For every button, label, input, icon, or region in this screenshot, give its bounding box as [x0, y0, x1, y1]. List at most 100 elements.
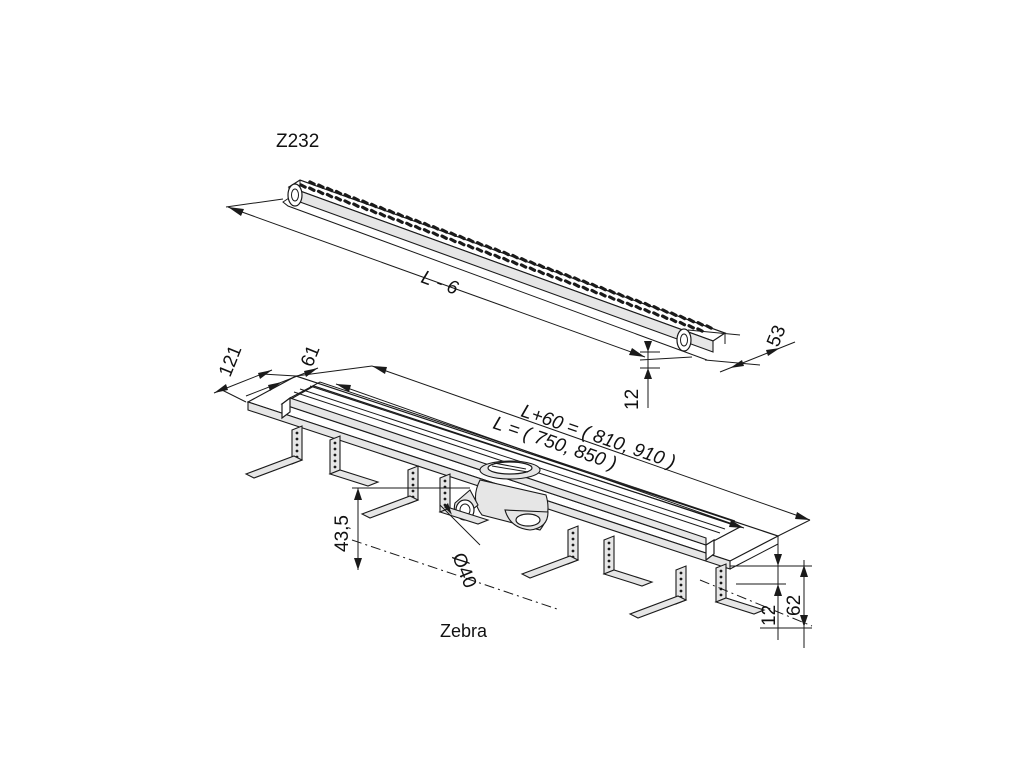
leg-hole	[333, 441, 337, 445]
grate-slot	[634, 304, 642, 311]
grate-length-label: L - 6	[418, 267, 461, 300]
grate-slot	[378, 212, 387, 218]
grate-slot	[537, 269, 545, 276]
leg-hole	[443, 491, 447, 495]
grate-slot	[625, 295, 634, 301]
grate-slot	[396, 218, 404, 224]
grate-slot	[405, 215, 413, 221]
grate-slot	[431, 225, 440, 231]
grate-slot	[581, 285, 590, 292]
outlet-height-label: 43,5	[332, 515, 353, 552]
grate	[282, 179, 727, 361]
total-height-label: 62	[784, 595, 805, 616]
grate-slot	[572, 282, 581, 288]
leg-hole	[333, 459, 337, 463]
leg-hole	[411, 477, 415, 481]
grate-slot	[449, 231, 457, 237]
grate-slot	[687, 324, 695, 330]
leg-hole	[719, 569, 723, 573]
leg-foot	[328, 469, 380, 487]
grate-slot	[634, 298, 643, 305]
leg-hole	[571, 549, 575, 553]
grate-slot	[343, 193, 352, 199]
grate-slot	[352, 202, 360, 208]
grate-slot	[555, 276, 563, 282]
grate-slot	[466, 244, 475, 250]
leg-hole	[443, 479, 447, 483]
channel	[244, 375, 780, 619]
grate-slot	[678, 320, 687, 327]
leg-foot	[244, 455, 304, 479]
leg-hole	[607, 559, 611, 563]
leg-hole	[443, 497, 447, 501]
leg-hole	[679, 571, 683, 575]
leg-hole	[571, 537, 575, 541]
grate-slot	[493, 253, 501, 260]
leg-hole	[333, 447, 337, 451]
adjustable-legs	[244, 425, 766, 619]
grate-slot	[299, 183, 307, 189]
grate-slot	[405, 221, 413, 228]
leg-foot	[628, 595, 688, 619]
leg-hole	[679, 577, 683, 581]
grate-slot	[669, 311, 678, 317]
grate-slot	[652, 311, 660, 317]
grate-slot	[316, 189, 325, 196]
grate-slot	[369, 208, 378, 215]
grate-slot	[652, 305, 660, 311]
grate-slot	[546, 272, 554, 279]
grate-slot	[669, 317, 678, 324]
grate-slot	[519, 263, 528, 269]
grate-slot	[325, 186, 334, 193]
grate-slot	[361, 199, 369, 205]
leg-hole	[295, 449, 299, 453]
channel-dimensions	[213, 365, 813, 648]
grate-slot	[493, 247, 501, 253]
grate-slot	[581, 279, 590, 285]
leg-hole	[571, 543, 575, 547]
grate-slot	[678, 314, 687, 321]
grate-slot	[458, 234, 466, 241]
grate-slot	[616, 298, 625, 304]
grate-slot	[378, 205, 387, 212]
leg-hole	[719, 581, 723, 585]
grate-slot	[361, 205, 369, 212]
grate-slot	[422, 221, 431, 228]
leg-hole	[333, 465, 337, 469]
grate-slot	[563, 279, 572, 285]
leg-hole	[719, 575, 723, 579]
leg-hole	[607, 565, 611, 569]
grate-slot	[334, 189, 343, 196]
grate-slot	[528, 260, 537, 266]
grate-slot	[572, 276, 581, 282]
leg-hole	[679, 583, 683, 587]
grate-slot	[511, 260, 519, 266]
channel-width-label: 61	[297, 342, 324, 369]
leg-hole	[411, 471, 415, 475]
grate-slot	[484, 250, 492, 256]
grate-slot	[440, 228, 449, 234]
leg-hole	[333, 453, 337, 457]
grate-slot	[599, 285, 607, 292]
grate-slot	[413, 224, 422, 231]
grate-slot	[625, 301, 634, 308]
grate-slot	[422, 228, 431, 234]
grate-slot	[414, 218, 422, 225]
grate-slots	[299, 180, 713, 333]
grate-right-cap	[676, 328, 692, 352]
grate-height-label: 12	[622, 389, 643, 410]
grate-slot	[396, 212, 404, 218]
leg-hole	[295, 437, 299, 441]
grate-slot	[520, 257, 528, 263]
leg-foot	[360, 495, 420, 519]
leg-hole	[571, 531, 575, 535]
grate-slot	[431, 231, 440, 237]
grate-slot	[528, 266, 537, 272]
grate-slot	[343, 199, 351, 205]
grate-left-cap	[287, 183, 303, 207]
grate-slot	[352, 196, 360, 202]
grate-slot	[564, 273, 572, 279]
grate-slot	[317, 183, 325, 189]
grate-slot	[643, 308, 651, 314]
